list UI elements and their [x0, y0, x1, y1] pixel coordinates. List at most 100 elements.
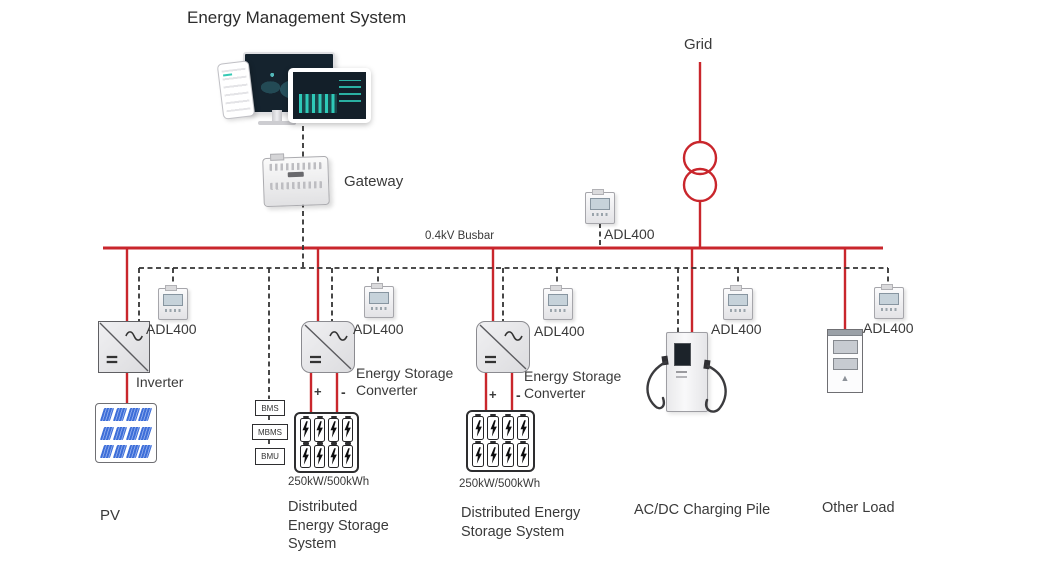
battery-cell — [328, 418, 339, 442]
pv-cell — [112, 445, 127, 458]
battery-cell — [342, 444, 353, 468]
ess1-system-label: Distributed Energy Storage System — [288, 498, 389, 554]
meter5-label: ADL400 — [863, 320, 914, 336]
battery-cell — [502, 443, 514, 467]
esc1-device — [301, 321, 355, 373]
pv-row — [99, 445, 153, 458]
ess1-system-label-line3: System — [288, 536, 337, 552]
meter3-label: ADL400 — [534, 323, 585, 339]
esc1-dc-plus-label: + — [314, 384, 322, 399]
dc-bars-icon — [310, 355, 321, 364]
gateway-label: Gateway — [344, 173, 404, 190]
transformer-symbol — [682, 140, 718, 203]
cabinet-window-1 — [832, 340, 858, 354]
other-load-cabinet: ▲ — [827, 329, 863, 393]
busbar-label: 0.4kV Busbar — [425, 230, 495, 242]
ems-tablet-chart — [299, 94, 337, 113]
charging-pile-slot — [676, 371, 687, 373]
gateway-connector — [287, 171, 304, 178]
meter2-label: ADL400 — [353, 321, 404, 337]
inverter-device — [98, 321, 150, 373]
meter-lcd — [728, 294, 748, 306]
ems-monitor-stand — [272, 110, 282, 122]
lightning-bolt-icon — [490, 446, 497, 464]
lightning-bolt-icon — [505, 446, 512, 464]
meter4-device — [723, 285, 753, 320]
cabinet-window-2 — [832, 358, 858, 370]
ess1-system-label-line1: Distributed — [288, 499, 358, 515]
pv-cell — [112, 426, 127, 440]
meter-lcd — [369, 292, 389, 304]
battery-cell — [487, 416, 499, 440]
battery-cell — [300, 418, 311, 442]
meter-din-clip — [730, 285, 742, 291]
lightning-bolt-icon — [490, 419, 497, 437]
meter-lcd — [879, 293, 899, 305]
bmu-box: BMU — [255, 448, 285, 465]
power-lines — [103, 62, 883, 413]
lightning-bolt-icon — [475, 446, 482, 464]
ems-devices — [216, 48, 375, 128]
lightning-bolt-icon — [302, 421, 309, 438]
charging-cable-right — [704, 364, 727, 413]
cabinet-header — [828, 330, 862, 336]
pv-cell — [138, 426, 153, 440]
battery-pack-1 — [294, 412, 359, 473]
esc2-label-line1: Energy Storage — [524, 368, 622, 384]
dc-bars-icon — [485, 355, 496, 364]
charging-pile-label: AC/DC Charging Pile — [634, 502, 771, 518]
battery-pack-2 — [466, 410, 535, 472]
meter-buttons — [730, 309, 746, 312]
grid-label: Grid — [684, 36, 713, 53]
pv-cell — [112, 408, 127, 421]
battery-row — [300, 444, 353, 468]
esc2-dc-minus-label: - — [516, 387, 521, 403]
lightning-bolt-icon — [505, 419, 512, 437]
battery-row — [300, 418, 353, 442]
grid-meter-label: ADL400 — [604, 226, 655, 242]
battery2-capacity: 250kW/500kWh — [459, 478, 541, 490]
ac-wave-icon — [329, 331, 348, 341]
lightning-bolt-icon — [330, 421, 337, 438]
inverter-label: Inverter — [136, 374, 184, 390]
battery-cell — [300, 444, 311, 468]
warning-triangle-icon: ▲ — [840, 373, 850, 383]
comm-lines — [138, 126, 889, 447]
charging-pile-cabinet — [666, 332, 708, 412]
grid-meter-device — [585, 189, 615, 224]
ems-tablet-text-lines — [339, 80, 361, 102]
battery-cell — [314, 418, 325, 442]
converter-symbol — [304, 324, 352, 370]
esc1-label-line2: Converter — [356, 382, 418, 398]
ems-phone — [216, 60, 256, 120]
meter5-device — [874, 284, 904, 319]
battery-cell — [314, 444, 325, 468]
battery-cell — [517, 443, 529, 467]
ems-tablet-screen — [293, 72, 366, 119]
pv-cell — [138, 408, 153, 421]
pv-row — [99, 408, 153, 421]
lightning-bolt-icon — [316, 421, 323, 438]
meter-buttons — [165, 309, 181, 312]
lightning-bolt-icon — [520, 419, 527, 437]
esc2-label-line2: Converter — [524, 385, 586, 401]
lightning-bolt-icon — [330, 448, 337, 465]
meter-lcd — [590, 198, 610, 210]
dc-bars-icon — [106, 355, 118, 364]
ac-wave-icon — [125, 331, 143, 341]
battery-row — [472, 416, 529, 440]
esc1-label-line1: Energy Storage — [356, 365, 454, 381]
battery-cell — [342, 418, 353, 442]
inverter-symbol — [99, 322, 149, 372]
meter-din-clip — [165, 285, 177, 291]
charging-pile-device — [640, 326, 744, 426]
pv-label: PV — [100, 507, 121, 524]
pv-panel — [95, 403, 157, 463]
meter4-label: ADL400 — [711, 321, 762, 337]
ems-monitor-base — [258, 121, 296, 125]
lightning-bolt-icon — [316, 448, 323, 465]
ess2-system-label-line1: Distributed Energy — [461, 505, 581, 521]
charging-cables — [646, 355, 727, 413]
pv-row — [99, 426, 153, 440]
